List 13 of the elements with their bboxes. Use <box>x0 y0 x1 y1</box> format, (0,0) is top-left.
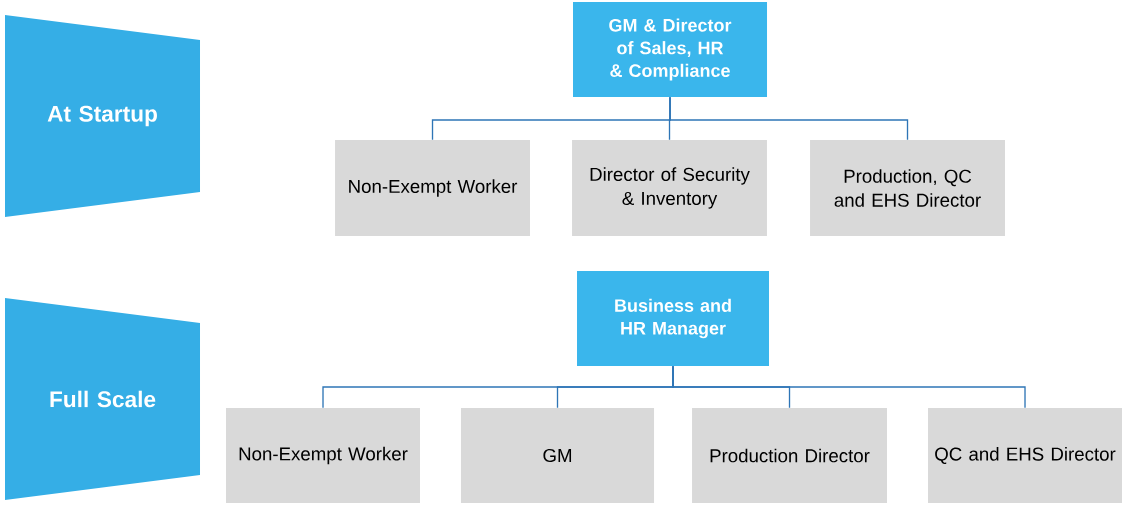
banner-label: Full Scale <box>5 298 200 500</box>
role-box: Non-Exempt Worker <box>335 140 530 236</box>
role-box: Non-Exempt Worker <box>226 408 420 503</box>
role-box: Production Director <box>692 408 887 503</box>
connector-line <box>672 365 1026 409</box>
role-box: Director of Security & Inventory <box>572 140 767 236</box>
banner-label: At Startup <box>5 15 200 217</box>
role-box: GM <box>461 408 655 503</box>
manager-box: Business and HR Manager <box>577 271 769 366</box>
connector-line <box>669 96 909 141</box>
role-box: QC and EHS Director <box>928 408 1122 503</box>
role-box: Production, QC and EHS Director <box>810 140 1005 236</box>
manager-box: GM & Director of Sales, HR & Compliance <box>573 2 767 97</box>
